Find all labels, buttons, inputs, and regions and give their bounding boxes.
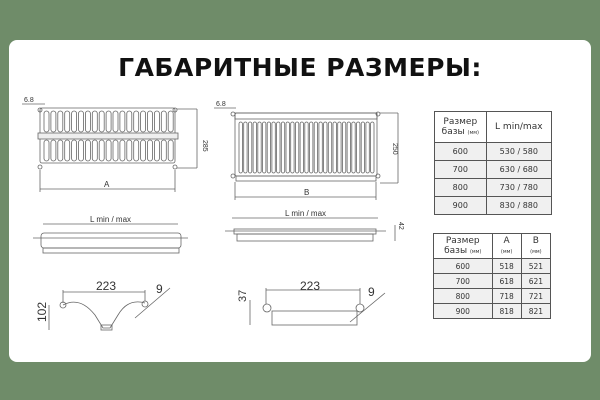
- left-length-label: L min / max: [90, 215, 131, 224]
- left-offset-label: 6.8: [24, 97, 34, 104]
- slot: [153, 139, 160, 162]
- slot: [50, 110, 57, 133]
- slot: [50, 139, 57, 162]
- slot: [71, 139, 77, 162]
- right-profile-width-label: 223: [300, 279, 320, 293]
- right-width-label: B: [304, 188, 309, 197]
- slot: [43, 139, 50, 162]
- slot: [290, 121, 295, 174]
- slot: [280, 121, 286, 174]
- slot: [266, 121, 272, 174]
- slot: [365, 121, 370, 174]
- slot: [133, 110, 140, 133]
- slot: [91, 110, 98, 133]
- slot: [294, 121, 300, 174]
- slot: [119, 139, 126, 162]
- left-diameter-label: 9: [156, 282, 163, 296]
- slot: [119, 110, 126, 133]
- page-title: ГАБАРИТНЫЕ РАЗМЕРЫ:: [118, 53, 482, 82]
- slot: [64, 110, 71, 133]
- slot: [71, 110, 77, 133]
- slot: [356, 121, 361, 174]
- left-rack-side-view: [33, 223, 188, 254]
- slot: [140, 139, 147, 162]
- slot: [370, 121, 375, 174]
- right-side-height-label: 42: [397, 222, 404, 230]
- slot: [360, 121, 366, 174]
- slot: [57, 139, 64, 162]
- slot: [271, 121, 276, 174]
- slot: [341, 121, 347, 174]
- slot: [78, 139, 84, 162]
- left-height-label: 285: [201, 140, 208, 152]
- slot: [332, 121, 337, 174]
- slot: [262, 121, 267, 174]
- slot: [318, 121, 323, 174]
- slot: [304, 121, 309, 174]
- slot: [43, 110, 50, 133]
- slot: [147, 110, 153, 133]
- slot: [337, 121, 342, 174]
- right-length-label: L min / max: [285, 209, 326, 218]
- slot: [160, 139, 167, 162]
- left-profile-width-label: 223: [96, 279, 116, 293]
- slot: [313, 121, 319, 174]
- slot: [64, 139, 71, 162]
- slot: [57, 110, 64, 133]
- slot: [140, 110, 147, 133]
- slot: [247, 121, 253, 174]
- left-width-label: A: [104, 180, 110, 189]
- slot: [327, 121, 333, 174]
- slot: [91, 139, 98, 162]
- slot: [85, 110, 91, 133]
- slot: [238, 121, 243, 174]
- slot: [85, 139, 91, 162]
- right-rack-profile: [249, 288, 386, 326]
- slot: [257, 121, 262, 174]
- slot: [153, 110, 160, 133]
- slot: [285, 121, 290, 174]
- right-offset-label: 6.8: [216, 101, 226, 108]
- slot: [351, 121, 356, 174]
- slot: [78, 110, 84, 133]
- slot: [160, 110, 167, 133]
- slot: [133, 139, 140, 162]
- slot: [112, 110, 119, 133]
- slot: [309, 121, 314, 174]
- left-rack-profile: [48, 287, 171, 331]
- slot: [98, 139, 105, 162]
- slot: [299, 121, 304, 174]
- right-rack-side-view: [225, 217, 396, 242]
- slot: [126, 139, 133, 162]
- slot: [167, 110, 174, 133]
- slot: [126, 110, 133, 133]
- right-profile-height-label: 37: [237, 290, 249, 302]
- slot: [147, 139, 153, 162]
- left-profile-height-label: 102: [35, 302, 49, 322]
- left-rack-top-view: [22, 103, 198, 192]
- slot: [252, 121, 257, 174]
- slot: [243, 121, 248, 174]
- slot: [323, 121, 328, 174]
- right-height-label: 250: [391, 143, 398, 155]
- right-rack-top-view: [214, 107, 399, 200]
- right-diameter-label: 9: [368, 285, 375, 299]
- slot: [276, 121, 281, 174]
- slot: [105, 139, 112, 162]
- slot: [105, 110, 112, 133]
- slot: [167, 139, 174, 162]
- slot: [98, 110, 105, 133]
- slot: [112, 139, 119, 162]
- slot: [346, 121, 351, 174]
